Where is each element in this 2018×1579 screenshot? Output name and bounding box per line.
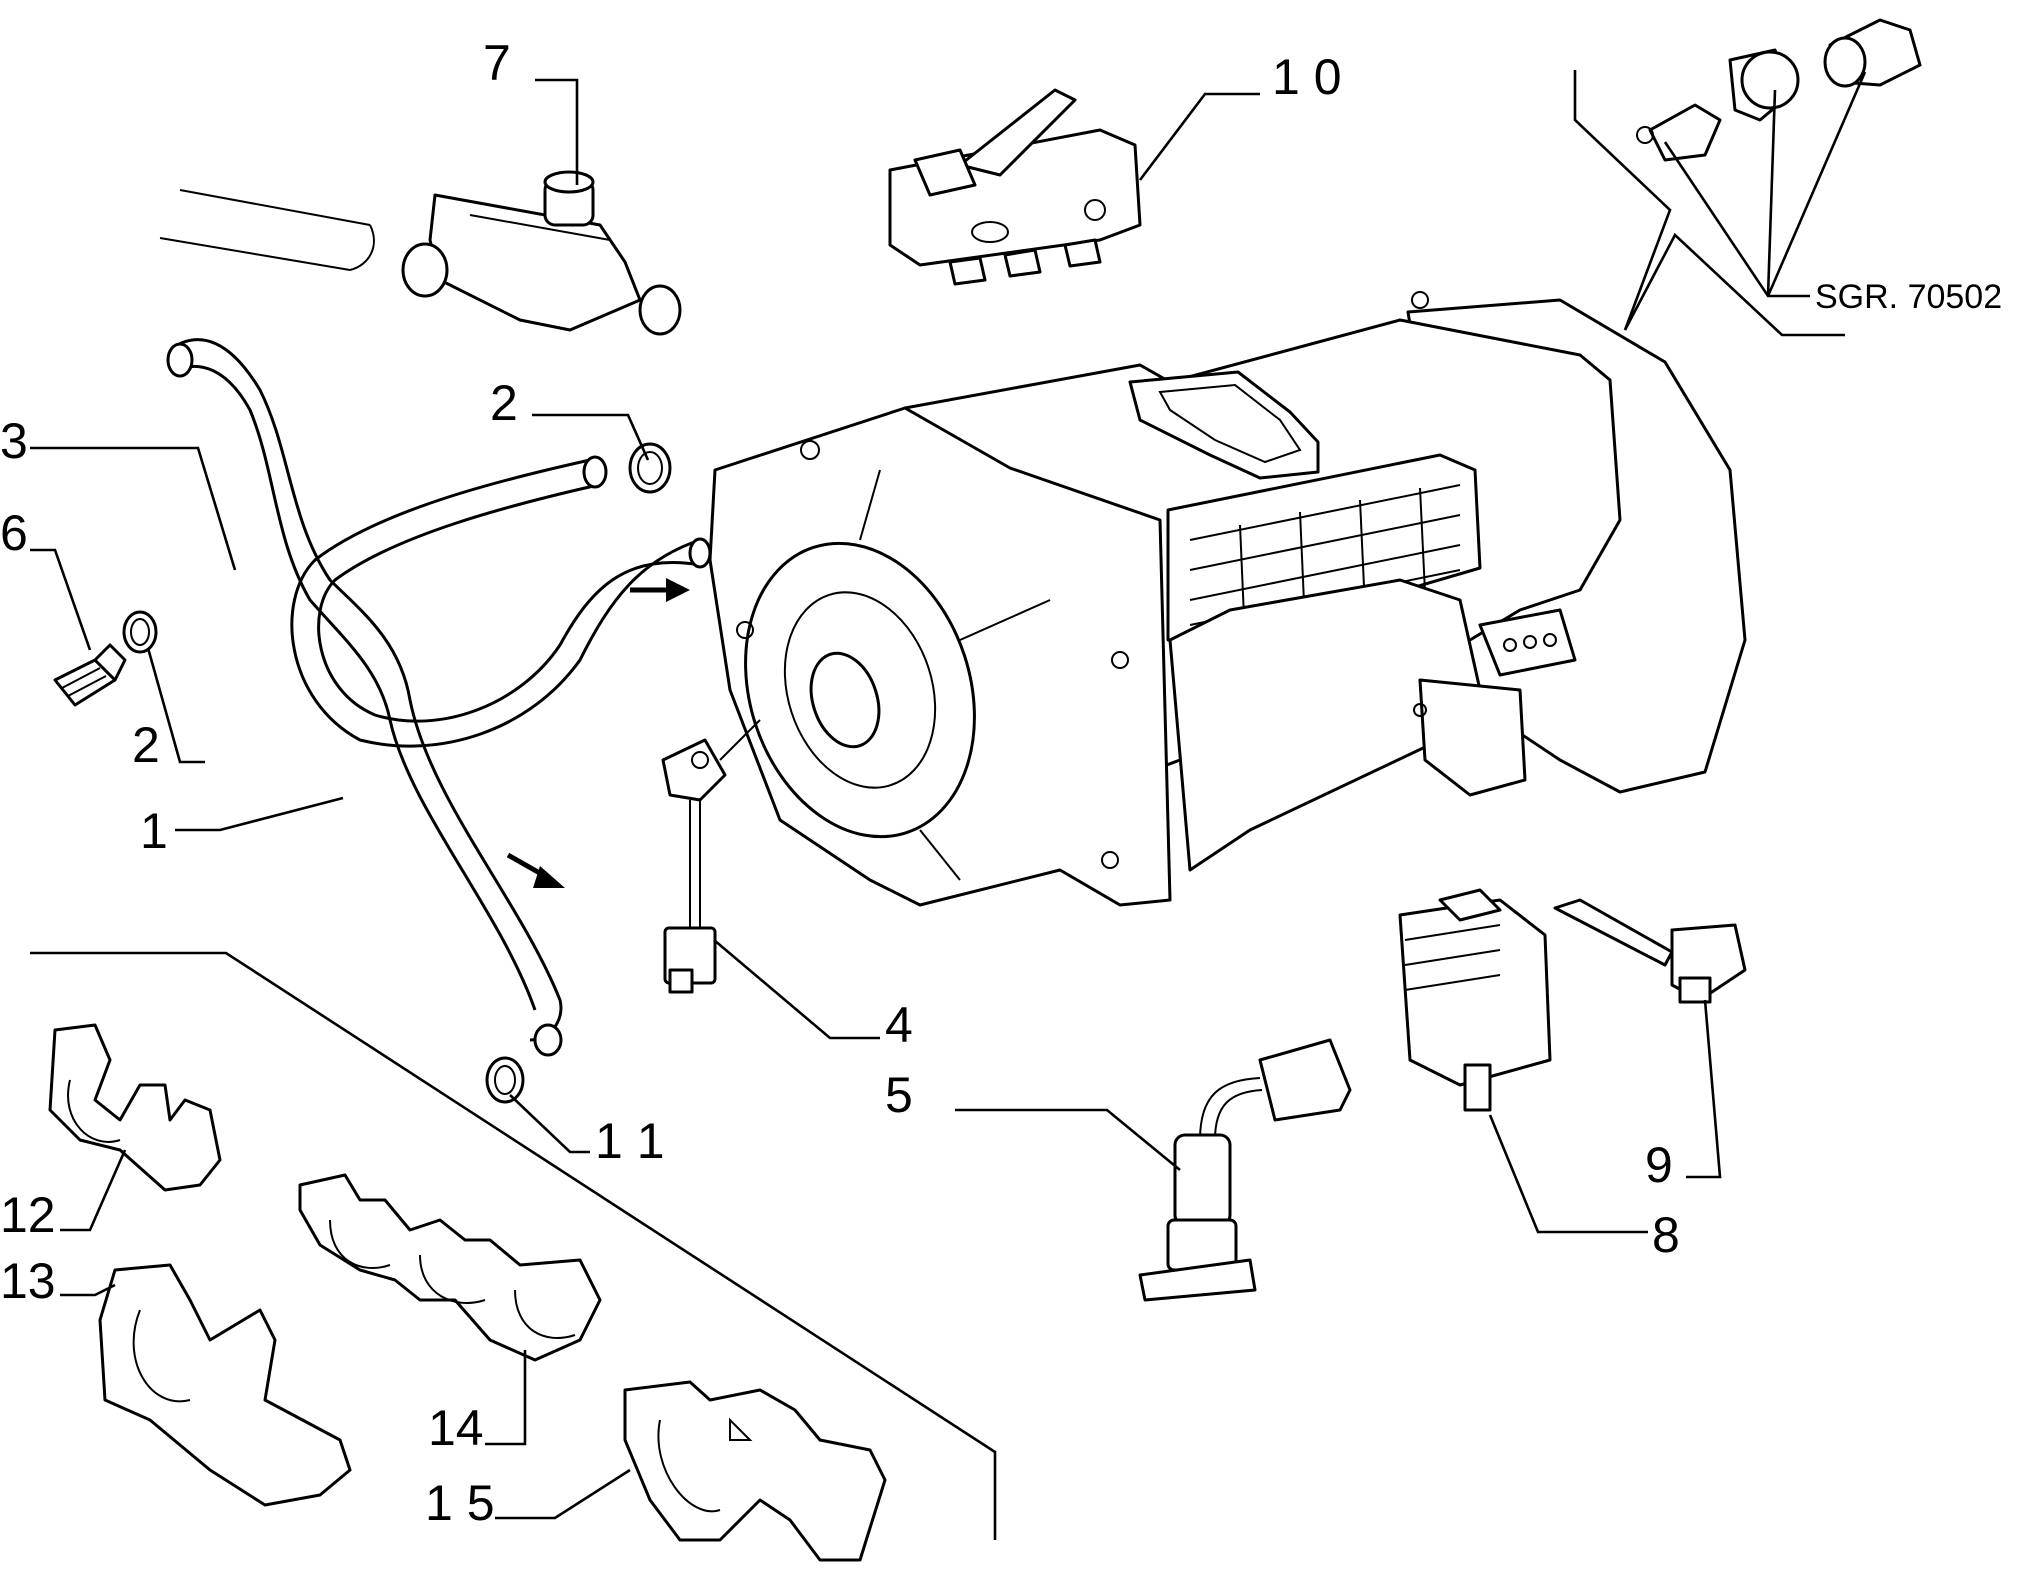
callout-1: 1: [140, 803, 168, 859]
heater-housing: [708, 291, 1747, 907]
reference-code: SGR. 70502: [1815, 278, 2002, 316]
callout-14: 14: [428, 1400, 484, 1456]
flow-arrow: [506, 852, 565, 888]
pipe-clip-part-12: [48, 1023, 222, 1192]
callout-7: 7: [483, 35, 511, 91]
sensor-part-4: [661, 738, 727, 994]
callout-9: 9: [1645, 1137, 1673, 1193]
hose-3: [171, 338, 563, 1042]
callout-10: 1 0: [1272, 49, 1342, 105]
hose-end: [688, 537, 712, 569]
callout-3: 3: [0, 413, 28, 469]
blower-spokes: [719, 469, 1051, 881]
leader-lines: [30, 71, 1867, 1520]
mounting-holes: [736, 291, 1429, 869]
water-valve-part-7: [159, 170, 682, 336]
resistor-module-part-8: [1398, 888, 1552, 1112]
group-bracket-line: [1623, 232, 1845, 337]
callout-4: 4: [885, 997, 913, 1053]
hose-end: [582, 455, 608, 489]
hose-clip-part-2: [628, 442, 672, 494]
callout-15: 1 5: [425, 1475, 495, 1531]
callout-5: 5: [885, 1067, 913, 1123]
pipe-clip-part-13: [98, 1263, 352, 1507]
hose-clip-part-2: [122, 610, 158, 654]
callout-11: 1 1: [595, 1113, 665, 1169]
hose-clip-part-11: [485, 1056, 525, 1104]
group-bracket-line: [30, 951, 997, 1540]
bleed-screw-part-6: [53, 643, 127, 707]
group-bracket-line: [1573, 70, 1672, 331]
callout-2-left: 2: [132, 717, 160, 773]
hose-1: [290, 458, 701, 748]
flow-arrow: [630, 578, 690, 602]
callout-6: 6: [0, 505, 28, 561]
connector-fittings: [1636, 18, 1922, 162]
sensor-part-5: [1138, 1038, 1352, 1302]
callout-2-top: 2: [490, 375, 518, 431]
probe-part-9: [1553, 898, 1747, 1004]
pipe-clip-part-14: [298, 1173, 602, 1362]
micro-switch-part-10: [888, 88, 1142, 286]
callout-12: 12: [0, 1187, 56, 1243]
pipe-clip-part-15: [623, 1380, 887, 1562]
callout-8: 8: [1652, 1207, 1680, 1263]
hose-end: [533, 1023, 563, 1057]
hose-end: [166, 342, 194, 378]
callout-13: 13: [0, 1253, 56, 1309]
